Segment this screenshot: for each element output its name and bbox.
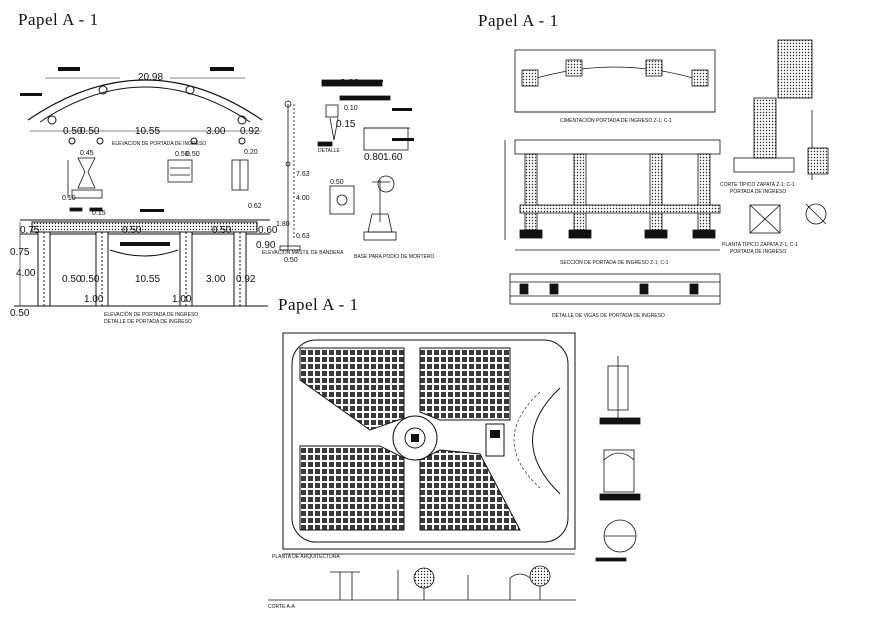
post-dim-c: 0.50 bbox=[186, 151, 200, 158]
dim-bottom-4: 0.92 bbox=[236, 274, 256, 285]
dim-top-0: 0.50 bbox=[63, 126, 83, 137]
site-plan-caption: PLANTA DE ARQUITECTURA bbox=[272, 554, 340, 560]
post-dim-e: 0.10 bbox=[62, 195, 76, 202]
footing-caption: CORTE TÍPICO ZAPATA Z-1; C-1 bbox=[720, 181, 795, 188]
mast-dim-5: 1.80 bbox=[276, 221, 290, 228]
mast-dim-4: 0.63 bbox=[296, 233, 310, 240]
foundation-plan-caption: CIMENTACIÓN PORTADA DE INGRESO Z-1; C-1 bbox=[560, 117, 672, 124]
elev-h-2: 4.00 bbox=[16, 268, 36, 279]
caption-detail: DETALLE DE PORTADA DE INGRESO bbox=[104, 319, 192, 325]
dim-top-2: 10.55 bbox=[135, 126, 160, 137]
dim-bottom-2: 10.55 bbox=[135, 274, 160, 285]
dim-top-1: 0.50 bbox=[80, 126, 100, 137]
detail-dim-3: 1.60 bbox=[383, 152, 403, 163]
mast-caption: ELEVACIÓN MÁSTIL DE BANDERA bbox=[262, 249, 344, 256]
arch-elevation bbox=[27, 77, 263, 145]
elev-h-0: 0.75 bbox=[20, 225, 40, 236]
post-label-0: 1.00 bbox=[84, 294, 104, 305]
portal-elevation bbox=[14, 219, 270, 307]
portal-section bbox=[504, 139, 721, 251]
elev-top-1: 0.50 bbox=[212, 225, 232, 236]
beam-caption: DETALLE DE VIGAS DE PORTADA DE INGRESO bbox=[552, 313, 665, 319]
mast-dim-3: 0.50 bbox=[284, 257, 298, 264]
elev-h-1: 0.75 bbox=[10, 247, 30, 258]
detail-dim-2: 0.10 bbox=[344, 105, 358, 112]
dim-bottom-1: 0.50 bbox=[80, 274, 100, 285]
beam-detail bbox=[509, 273, 721, 305]
dim-top-3: 3.00 bbox=[206, 126, 226, 137]
elev-top-2: 0.60 bbox=[258, 225, 278, 236]
footing-plan-sub: PORTADA DE INGRESO bbox=[730, 249, 786, 255]
post-dim-b: 0.50 bbox=[175, 151, 189, 158]
sheet-title-3: Papel A - 1 bbox=[278, 295, 359, 314]
dim-top-4: 0.92 bbox=[240, 126, 260, 137]
portal-section-caption: SECCIÓN DE PORTADA DE INGRESO Z-1; C-1 bbox=[560, 259, 669, 266]
footing-section bbox=[733, 39, 829, 234]
section-caption: CORTE A-A bbox=[268, 604, 296, 610]
cap-detail bbox=[279, 79, 410, 251]
mast-dim-1: 4.00 bbox=[296, 195, 310, 202]
post-dim-f: 0.15 bbox=[92, 210, 106, 217]
sheet-title-2: Papel A - 1 bbox=[478, 11, 559, 30]
dim-bottom-3: 3.00 bbox=[206, 274, 226, 285]
post-dim-a: 0.45 bbox=[80, 150, 94, 157]
post-detail bbox=[67, 157, 249, 212]
detail-caption: DETALLE bbox=[318, 148, 341, 154]
footing-sub: PORTADA DE INGRESO bbox=[730, 189, 786, 195]
detail-dim-1: 0.15 bbox=[336, 119, 356, 130]
section-a-a bbox=[268, 565, 576, 601]
arch-span-label: 20.98 bbox=[138, 72, 163, 83]
detail-dim-0: 2.00 bbox=[340, 78, 360, 89]
post-label-1: 1.00 bbox=[172, 294, 192, 305]
elev-h-3: 0.50 bbox=[10, 308, 30, 319]
caption-elevation: ELEVACIÓN DE PORTADA DE INGRESO bbox=[104, 311, 198, 318]
mortar-caption: BASE PARA PODIO DE MORTERO bbox=[354, 254, 434, 260]
detail-dim-4: 0.80 bbox=[364, 152, 384, 163]
site-plan bbox=[282, 332, 576, 555]
footing-plan-caption: PLANTA TÍPICO ZAPATA Z-1; C-1 bbox=[722, 241, 798, 248]
mast-dim-6: 0.50 bbox=[330, 179, 344, 186]
foundation-plan bbox=[514, 49, 716, 113]
post-dim-d: 0.20 bbox=[244, 149, 258, 156]
post-dim-g: 0.62 bbox=[248, 203, 262, 210]
caption-portal-plan: ELEVACION DE PORTADA DE INGRESO bbox=[112, 141, 206, 147]
sheet-title-1: Papel A - 1 bbox=[18, 10, 99, 29]
mast-dim-0: 7.63 bbox=[296, 171, 310, 178]
dim-bottom-0: 0.50 bbox=[62, 274, 82, 285]
site-details bbox=[595, 356, 641, 562]
mast-dim-2: 0.90 bbox=[256, 240, 276, 251]
elev-top-0: 0.50 bbox=[122, 225, 142, 236]
